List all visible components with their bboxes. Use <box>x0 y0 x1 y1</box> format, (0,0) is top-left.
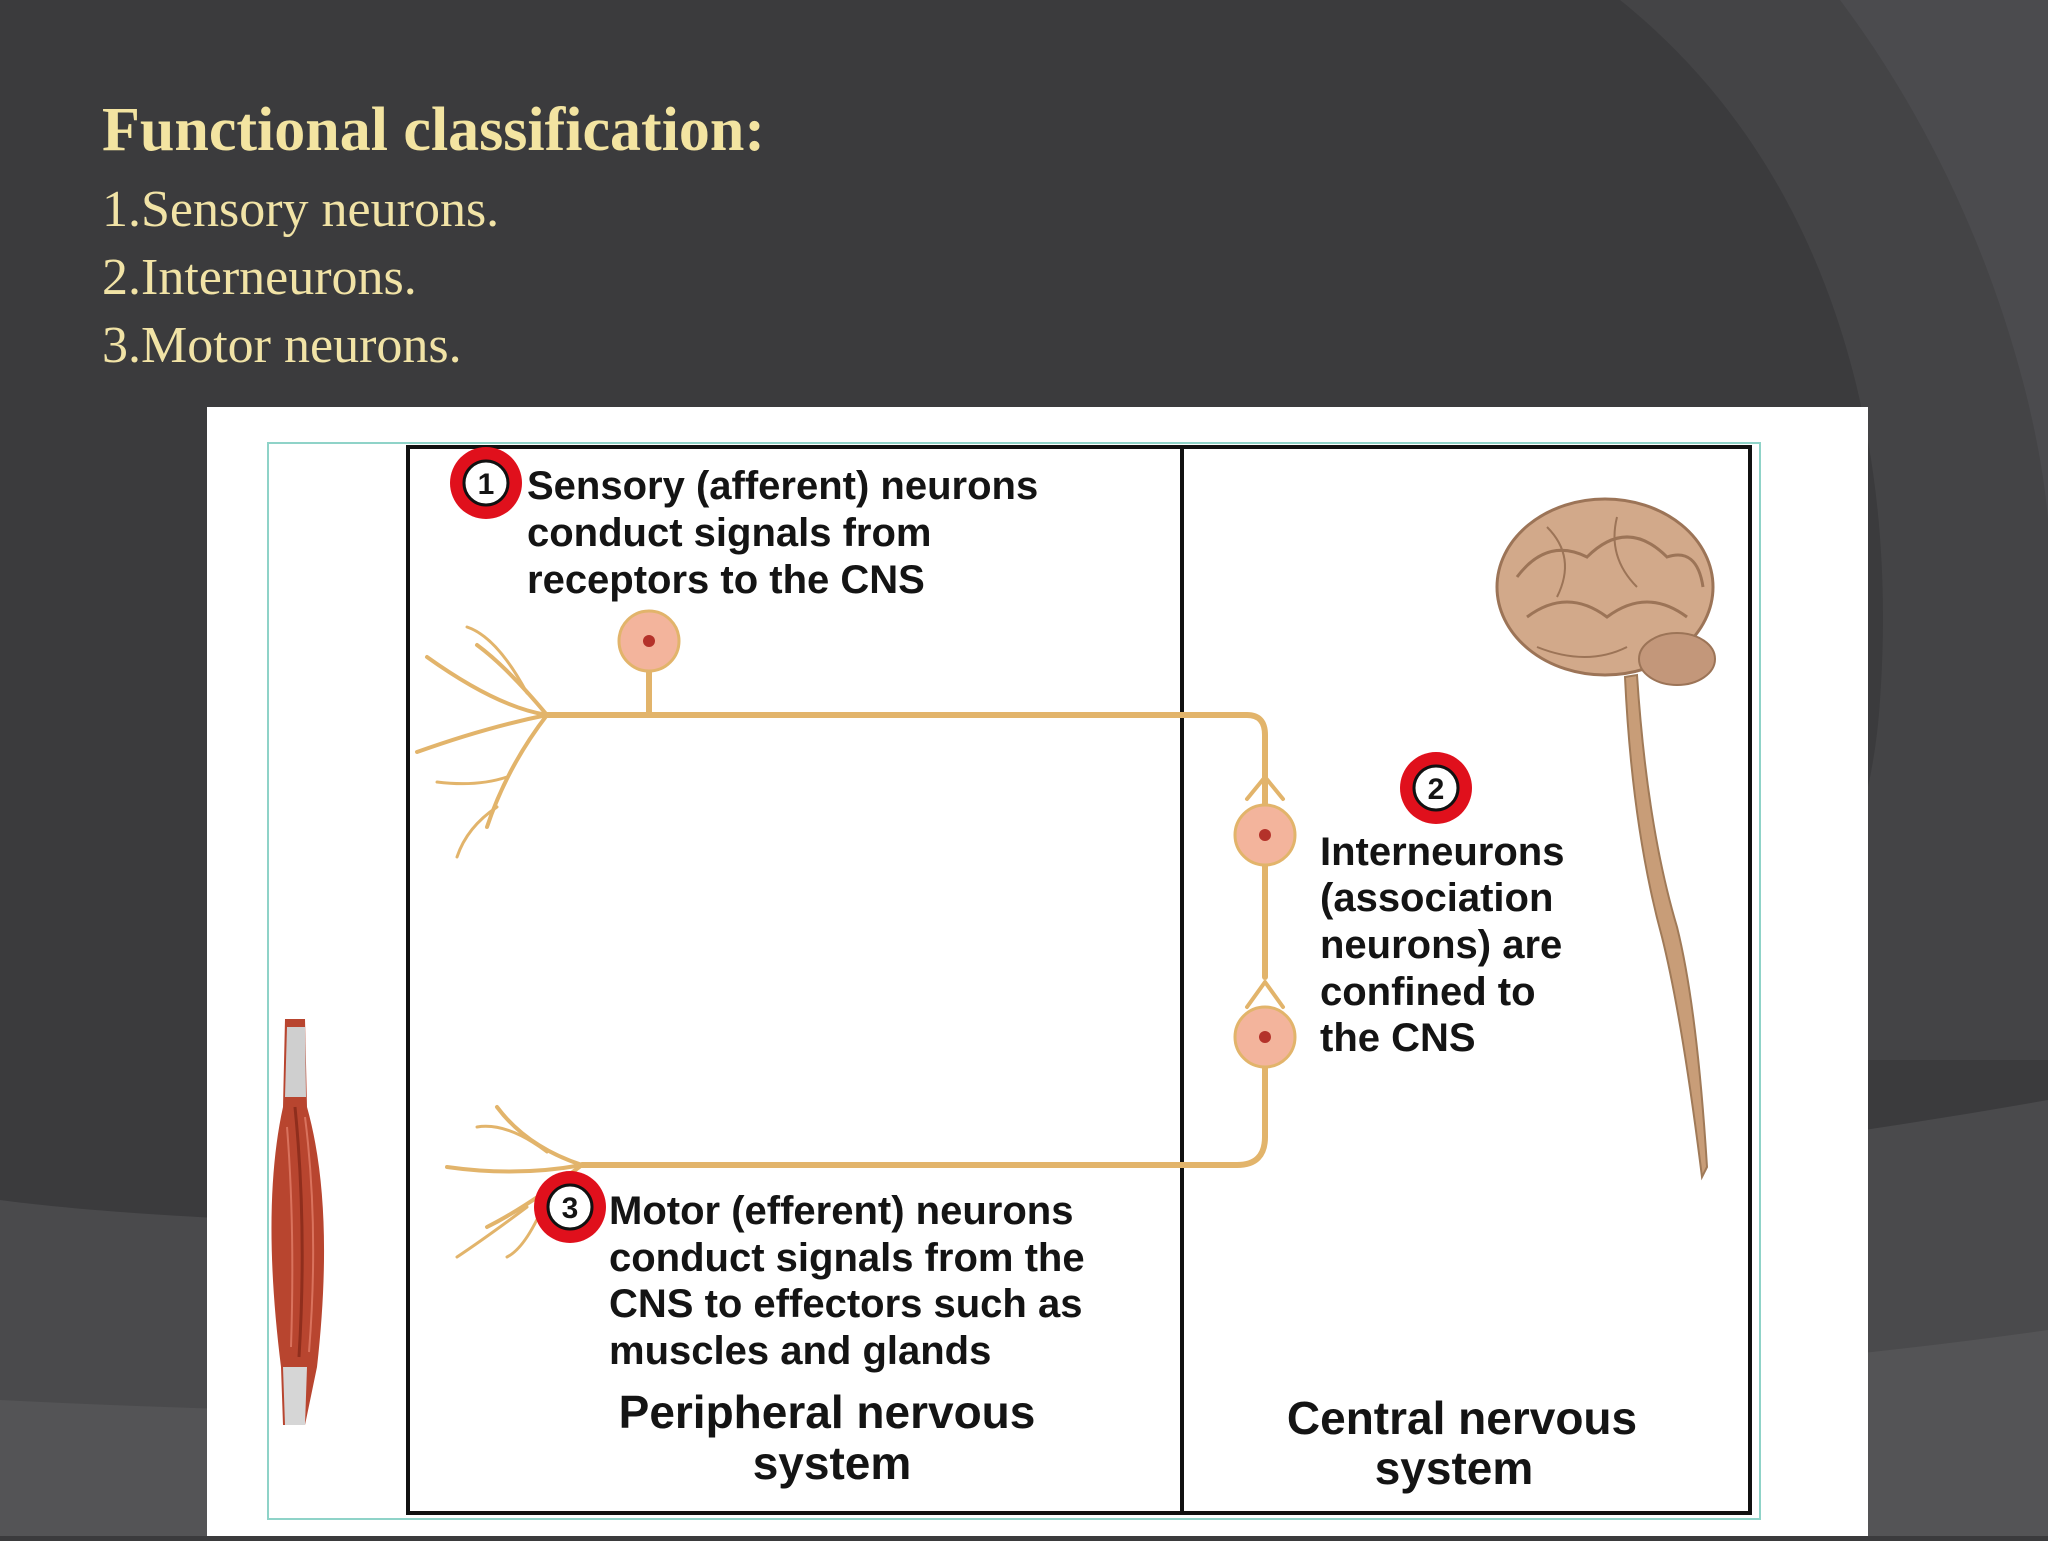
sensory-axon <box>544 712 1268 778</box>
interneurons-line: confined to <box>1320 970 1536 1014</box>
list-item-interneurons: 2.Interneurons. <box>102 249 417 306</box>
interneurons-line: the CNS <box>1320 1016 1476 1060</box>
interneuron-cell-body-upper <box>1233 803 1297 867</box>
list-item-motor: 3.Motor neurons. <box>102 317 462 374</box>
badge-interneurons: 2 <box>1400 752 1472 824</box>
interneurons-line: neurons) are <box>1320 923 1562 967</box>
sensory-description: Sensory (afferent) neurons conduct signa… <box>527 464 1038 602</box>
spinal-cord <box>1623 673 1709 1181</box>
muscle-illustration <box>271 1019 325 1425</box>
motor-axon <box>579 1024 1268 1168</box>
interneurons-line: (association <box>1320 876 1553 920</box>
badge-motor: 3 <box>534 1171 606 1243</box>
neuron-diagram: 1 2 3 Sensory (afferent) neurons conduct… <box>267 442 1761 1520</box>
sensory-line: Sensory (afferent) neurons <box>527 464 1038 508</box>
badge-sensory: 1 <box>450 447 522 519</box>
slide-title: Functional classification: <box>102 96 766 164</box>
badge-number: 2 <box>1428 773 1445 806</box>
figure-frame <box>267 442 1761 1520</box>
pns-label-line: system <box>753 1437 912 1489</box>
brain-illustration <box>1495 497 1716 1181</box>
interneurons-line: Interneurons <box>1320 830 1564 874</box>
motor-line: conduct signals from the <box>609 1236 1085 1280</box>
cns-label-line: Central nervous <box>1287 1392 1637 1444</box>
interneurons-description: Interneurons (association neurons) are c… <box>1320 830 1564 1060</box>
pns-label: Peripheral nervous system <box>619 1386 1036 1489</box>
motor-line: CNS to effectors such as <box>609 1282 1082 1326</box>
cns-label: Central nervous system <box>1287 1392 1637 1494</box>
sensory-cell-body <box>617 609 681 673</box>
cns-label-line: system <box>1375 1442 1534 1494</box>
motor-description: Motor (efferent) neurons conduct signals… <box>609 1189 1085 1373</box>
pns-label-line: Peripheral nervous <box>619 1386 1036 1438</box>
panel-border <box>406 445 1752 1515</box>
badge-number: 3 <box>562 1192 579 1225</box>
neuron-diagram-figure: 1 2 3 Sensory (afferent) neurons conduct… <box>207 407 1868 1536</box>
interneuron-cell-body-lower <box>1233 1005 1297 1069</box>
list-item-sensory: 1.Sensory neurons. <box>102 181 500 238</box>
neuron-pathway <box>415 625 1285 1259</box>
motor-line: muscles and glands <box>609 1329 991 1373</box>
badge-number: 1 <box>478 468 495 501</box>
motor-line: Motor (efferent) neurons <box>609 1189 1073 1233</box>
sensory-line: receptors to the CNS <box>527 558 925 602</box>
classification-list: 1.Sensory neurons. 2.Interneurons. 3.Mot… <box>102 176 499 380</box>
sensory-line: conduct signals from <box>527 511 932 555</box>
